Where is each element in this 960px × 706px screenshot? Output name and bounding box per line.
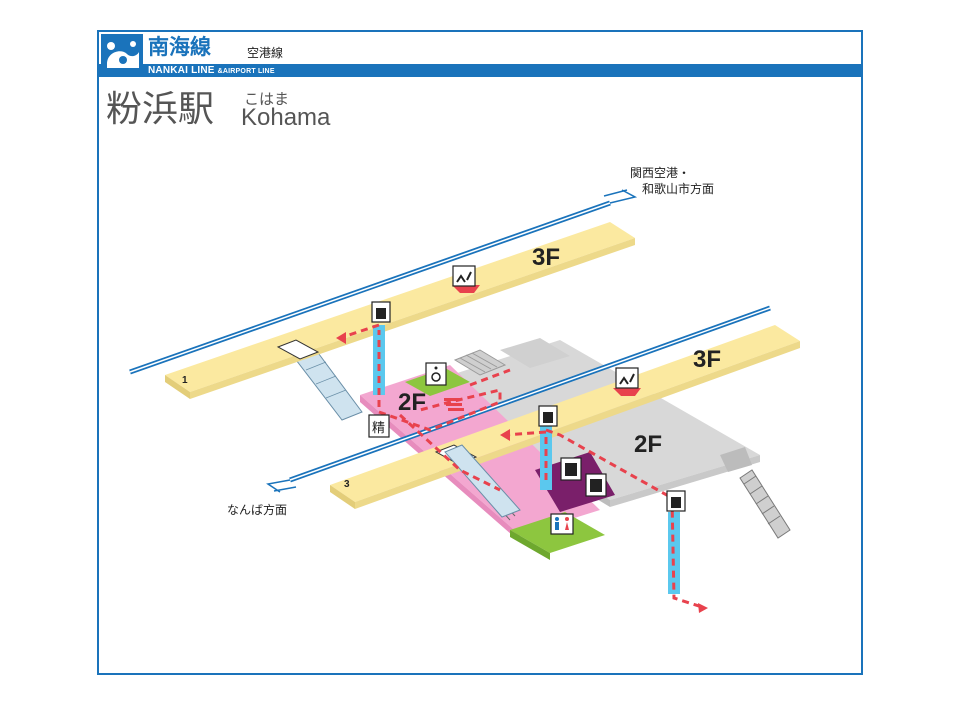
elevator-shaft-2 [540, 425, 552, 490]
fare-adjustment-label: 精 [372, 421, 385, 436]
platform-number-3: 3 [344, 479, 350, 490]
floor-label-2f-left: 2F [398, 389, 426, 416]
fare-adjustment-icon [368, 414, 390, 438]
stairs-right [739, 469, 791, 539]
wheelchair-icon [425, 362, 447, 386]
stairs-icon-3f-left [452, 265, 480, 293]
direction-arrow-up [603, 189, 638, 204]
line-english-main: NANKAI LINE [148, 65, 215, 76]
direction-up-label: 関西空港・ 和歌山市方面 [630, 165, 714, 197]
station-name-kana: こはま [244, 90, 290, 108]
escalator-platform-3 [444, 444, 521, 518]
line-english-name: NANKAI LINE &AIRPORT LINE [148, 64, 275, 78]
stairs-icon-3f-right [613, 367, 641, 396]
station-name-romaji: Kohama [241, 104, 331, 131]
elevator-icon-3 [666, 490, 686, 512]
nankai-logo-icon [101, 34, 143, 76]
header-bar [97, 64, 863, 77]
direction-up-line1: 関西空港・ [630, 166, 691, 180]
elevator-icon-2 [538, 405, 558, 427]
station-office [535, 452, 615, 512]
floor-label-3f-left: 3F [532, 244, 560, 271]
ticket-machine-icon [560, 457, 582, 481]
floor-label-3f-right: 3F [693, 346, 721, 373]
floor-label-2f-right: 2F [634, 431, 662, 458]
direction-down-label: なんば方面 [227, 503, 288, 517]
elevator-shaft-1 [373, 325, 385, 395]
toilet-icon [550, 513, 574, 535]
direction-arrow-down [266, 479, 297, 493]
ticket-gate-icon [585, 473, 607, 497]
accessible-route [339, 323, 706, 610]
stairs-red-icon [444, 398, 464, 411]
stairs-upper [453, 349, 507, 376]
station-name-kanji: 粉浜駅 [106, 89, 215, 130]
elevator-icon-1 [371, 301, 391, 323]
platform-number-1: 1 [182, 375, 188, 386]
line-name: 南海線 [148, 35, 211, 59]
line-english-sub: &AIRPORT LINE [217, 68, 275, 75]
direction-up-line2: 和歌山市方面 [642, 182, 715, 196]
line-sub-name: 空港線 [247, 46, 284, 60]
